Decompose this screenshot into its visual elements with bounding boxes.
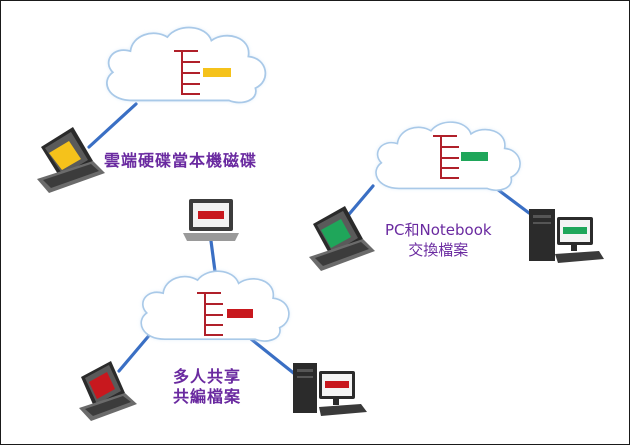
laptop-icon-exchange [309, 206, 375, 271]
link-cloud2-laptop [343, 184, 375, 221]
laptop-icon-share-top [183, 199, 239, 241]
desktop-pc-icon-exchange [529, 209, 604, 263]
tree-highlight-green [461, 152, 488, 161]
cloud-right [375, 121, 521, 192]
tree-highlight-red [227, 309, 253, 318]
caption-exchange-line1: PC和Notebook [385, 221, 492, 239]
tree-highlight-yellow [203, 68, 231, 77]
cloud-bottom [140, 270, 290, 342]
caption-exchange-line2: 交換檔案 [408, 241, 469, 259]
link-cloud1-laptop [87, 102, 138, 149]
caption-share-line1: 多人共享 [173, 367, 242, 386]
caption-share-line2: 共編檔案 [173, 387, 242, 406]
laptop-icon-cloud-disk [37, 127, 105, 193]
cloud-top [105, 26, 267, 104]
link-cloud3-desktop [249, 337, 303, 381]
laptop-icon-share-left [79, 361, 137, 421]
tree-icon-bottom [197, 292, 223, 336]
caption-cloud-disk: 雲端硬碟當本機磁碟 [104, 151, 258, 170]
caption-pc-notebook-exchange: PC和Notebook 交換檔案 [385, 220, 492, 260]
desktop-pc-icon-share [293, 363, 367, 416]
tree-icon-right [433, 135, 459, 179]
caption-shared-editing: 多人共享 共編檔案 [173, 367, 241, 407]
tree-icon-top [174, 50, 200, 95]
